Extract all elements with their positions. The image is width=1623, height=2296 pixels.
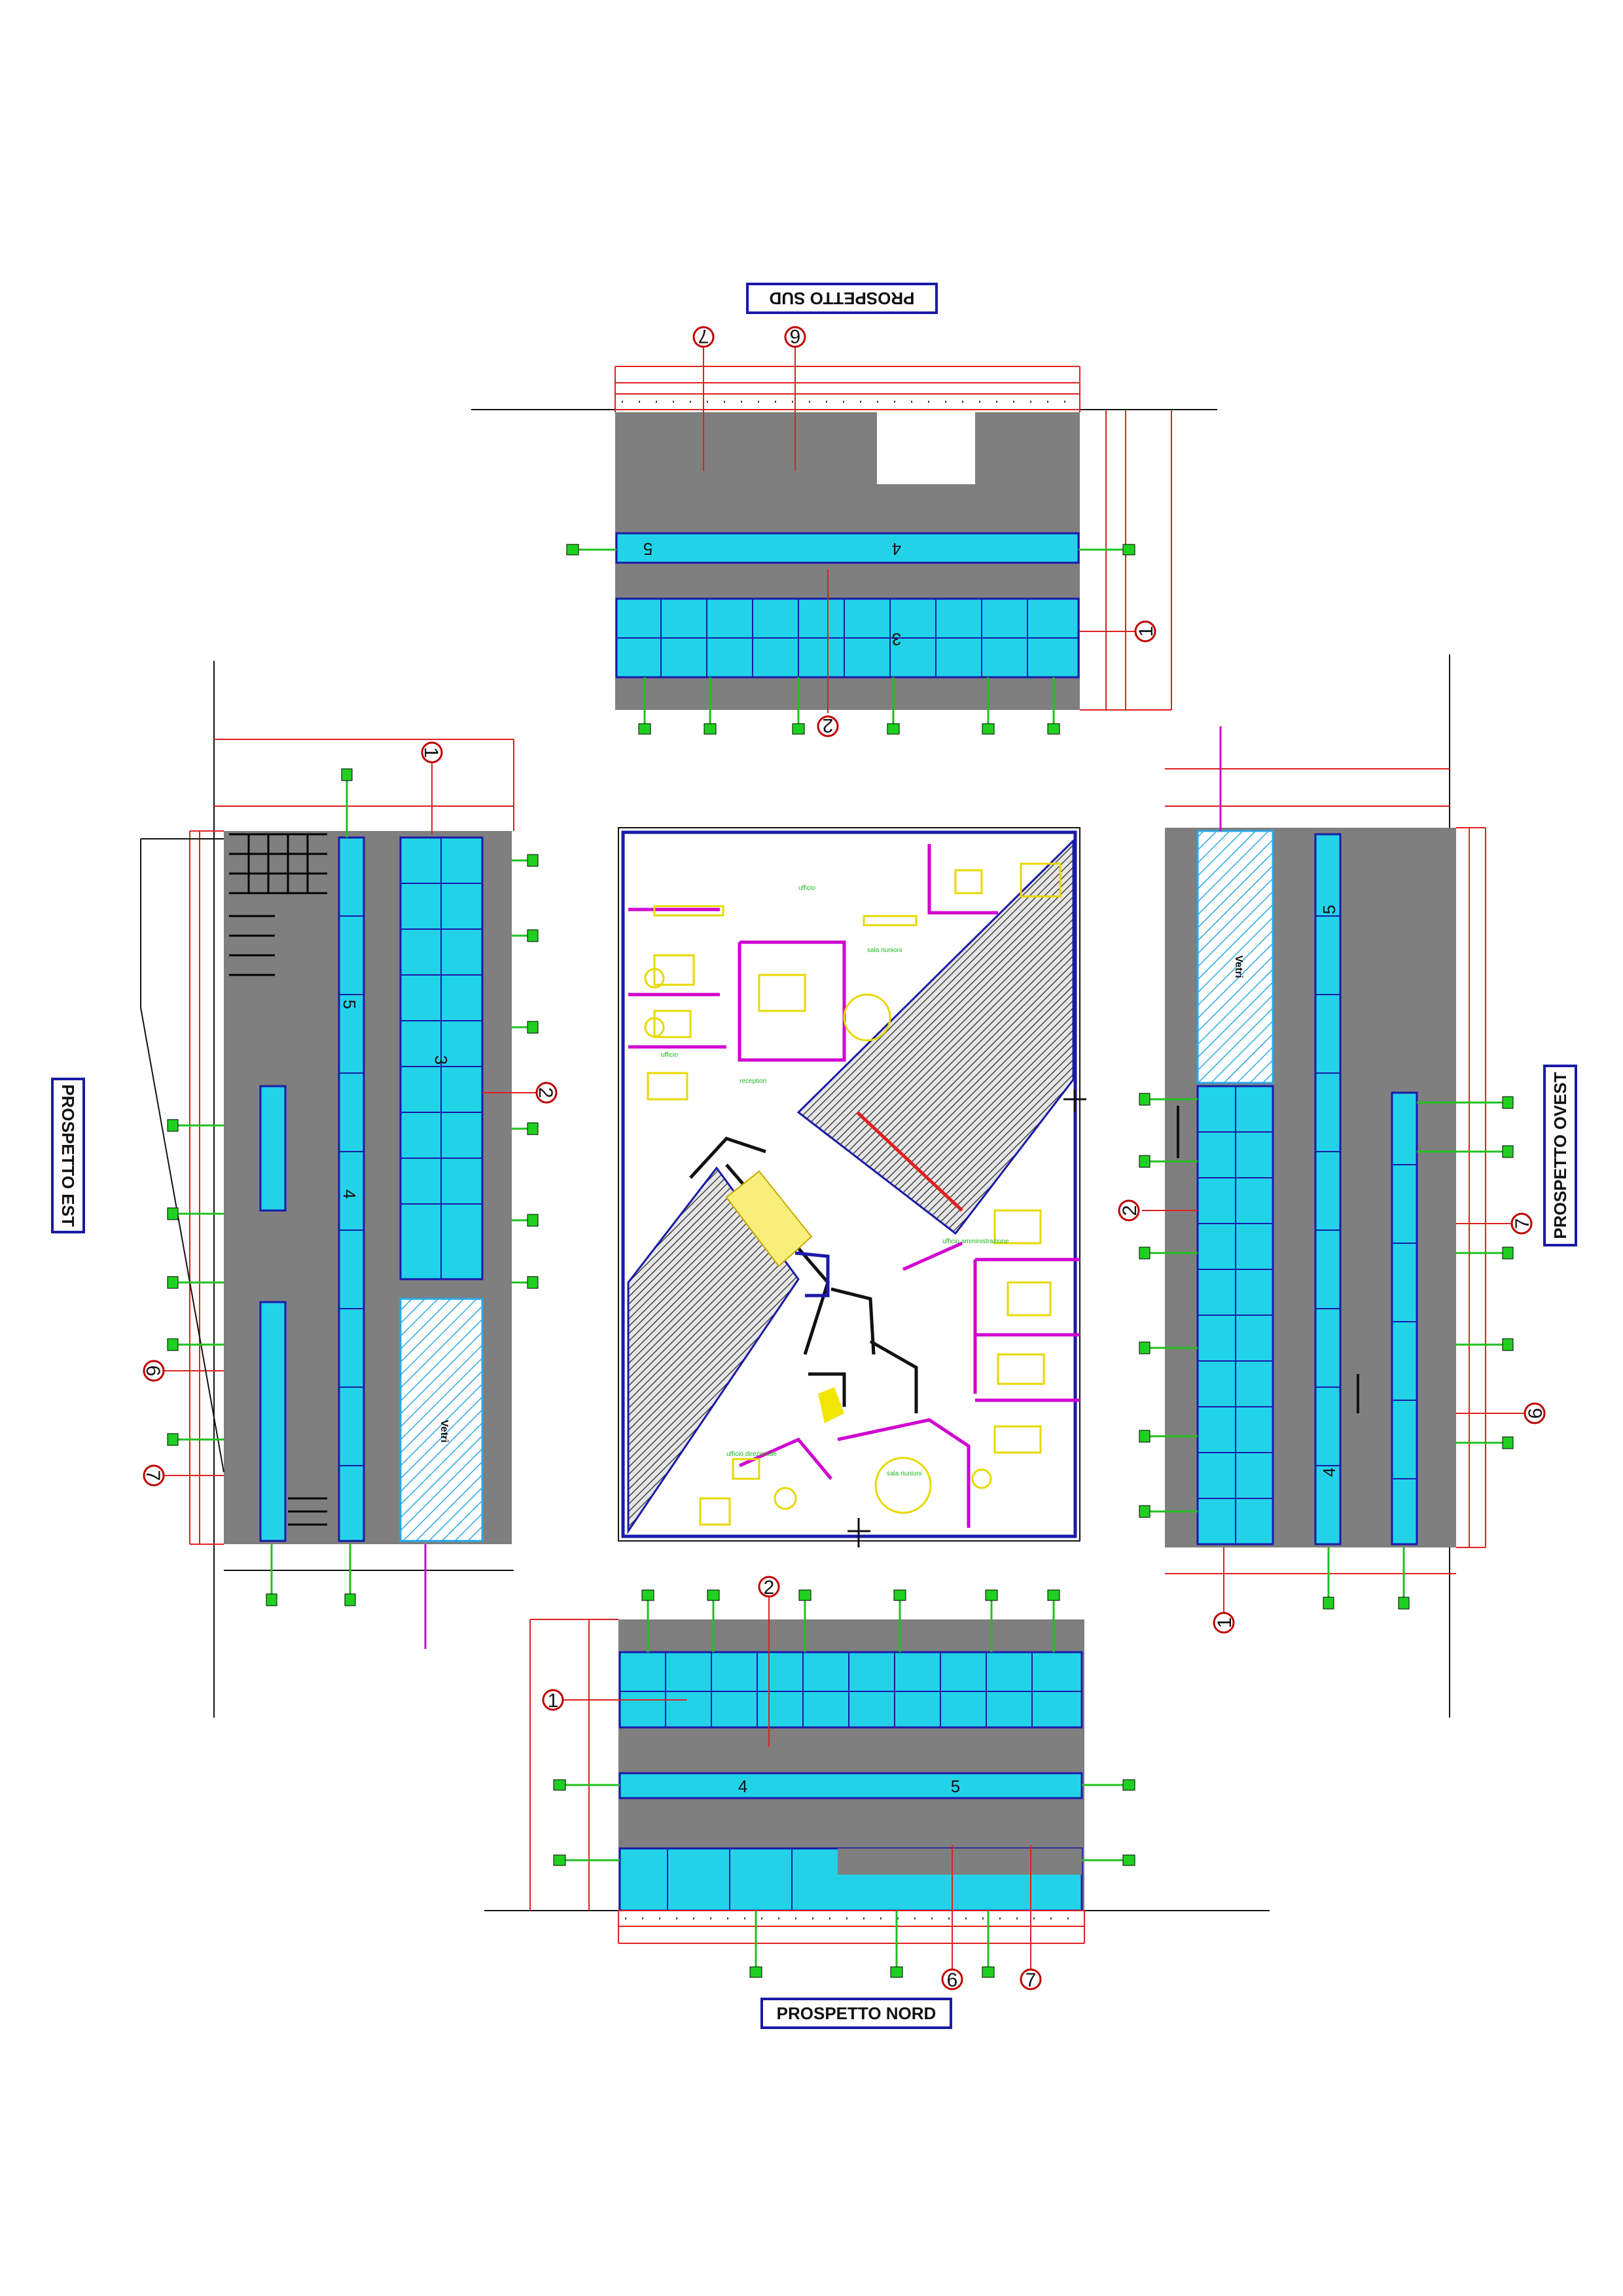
room-label: ufficio <box>661 1051 678 1059</box>
elevation-nord <box>484 1589 1270 1978</box>
elevation-ovest <box>1139 654 1525 1718</box>
callout-number: 1 <box>1135 626 1157 637</box>
title-text: PROSPETTO NORD <box>776 2003 936 2023</box>
callout-number: 1 <box>1214 1617 1236 1629</box>
callout-number: 1 <box>548 1690 559 1712</box>
callout-number: 4 <box>738 1776 747 1796</box>
elevation-sud <box>471 344 1217 735</box>
title-text: PROSPETTO SUD <box>769 289 915 309</box>
glass-label: Vetri <box>1233 955 1244 978</box>
callout-number: 1 <box>420 747 442 758</box>
callout-number: 2 <box>535 1087 556 1099</box>
callout-number: 6 <box>1525 1408 1546 1419</box>
room-label: ufficio <box>798 885 815 892</box>
callout-number: 6 <box>947 1969 958 1991</box>
floor-plan: ufficio sala riunioni ufficio reception … <box>618 827 1086 1547</box>
title-prospetto-nord: PROSPETTO NORD <box>760 1998 952 2029</box>
callout-number: 5 <box>340 1000 359 1009</box>
room-label: ufficio direzionale <box>726 1451 777 1458</box>
title-text: PROSPETTO OVEST <box>1550 1072 1570 1239</box>
callout-number: 4 <box>892 539 901 559</box>
callout-number: 7 <box>1512 1218 1533 1229</box>
callout-number: 6 <box>790 325 801 347</box>
callout-number: 2 <box>1119 1205 1141 1216</box>
callout-number: 4 <box>340 1190 359 1199</box>
room-label: ufficio amministrazione <box>942 1238 1009 1245</box>
callout-number: 7 <box>698 325 709 347</box>
room-label: reception <box>740 1078 766 1085</box>
title-prospetto-sud: PROSPETTO SUD <box>746 283 938 314</box>
callout-number: 7 <box>142 1470 164 1481</box>
title-prospetto-est: PROSPETTO EST <box>51 1078 85 1233</box>
callout-number: 2 <box>764 1577 775 1598</box>
room-label: sala riunioni <box>867 947 902 954</box>
glass-label: Vetri <box>438 1420 450 1443</box>
callout-number: 4 <box>1319 1468 1339 1477</box>
elevation-est <box>140 661 539 1718</box>
callout-number: 3 <box>892 629 901 649</box>
callout-number: 5 <box>1319 905 1339 914</box>
callout-number: 5 <box>951 1776 960 1796</box>
title-prospetto-ovest: PROSPETTO OVEST <box>1543 1065 1577 1246</box>
callout-number: 6 <box>142 1366 164 1377</box>
title-text: PROSPETTO EST <box>58 1084 79 1227</box>
callout-number: 5 <box>643 539 652 559</box>
room-label: sala riunioni <box>887 1470 921 1477</box>
callout-number: 7 <box>1026 1969 1037 1991</box>
callout-number: 3 <box>431 1055 451 1065</box>
callout-number: 2 <box>823 715 834 736</box>
